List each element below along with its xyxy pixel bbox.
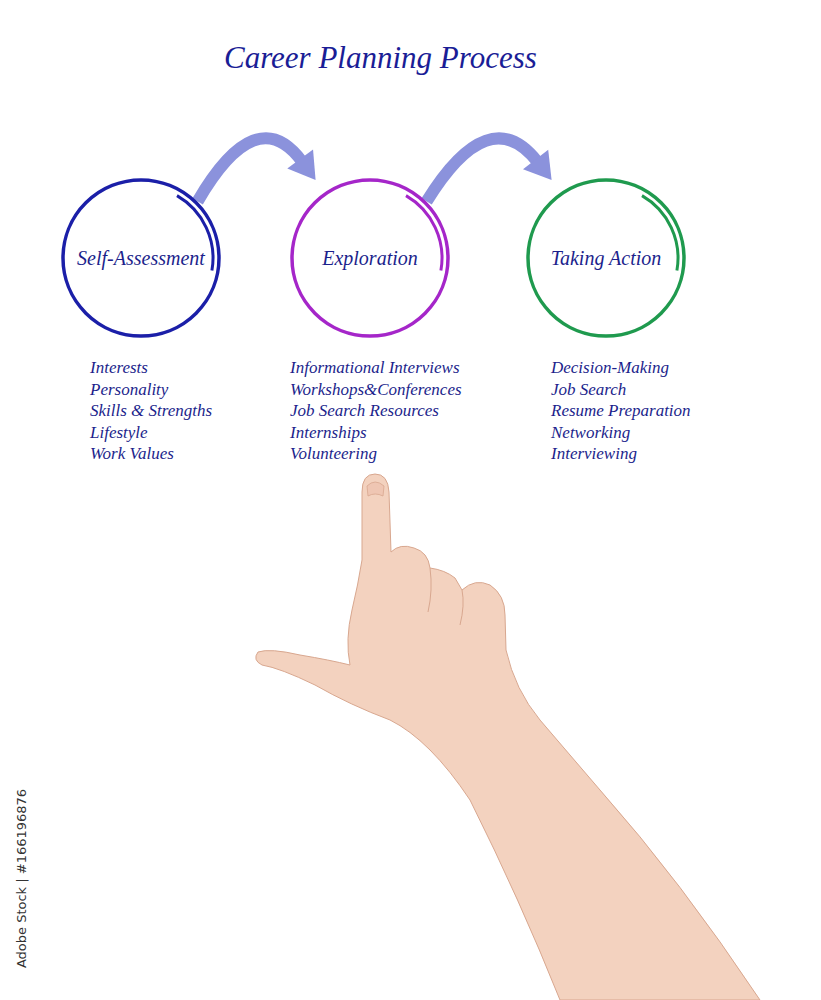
list-item: Internships bbox=[290, 422, 367, 444]
circle-stroke bbox=[528, 180, 684, 336]
list-item: Lifestyle bbox=[90, 422, 148, 444]
career-stage-circle: Exploration bbox=[290, 178, 450, 338]
arrow-shaft bbox=[198, 138, 302, 201]
arrow-shaft bbox=[427, 138, 538, 201]
list-item: Personality bbox=[90, 379, 168, 401]
curved-arrow bbox=[427, 138, 552, 201]
list-item: Skills & Strengths bbox=[90, 400, 212, 422]
stage-name: Self-Assessment bbox=[77, 247, 205, 270]
diagram-title: Career Planning Process bbox=[224, 40, 537, 76]
hand-shape bbox=[256, 474, 760, 1000]
circle-stroke bbox=[292, 180, 448, 336]
arrow-head bbox=[523, 150, 552, 180]
finger-crease bbox=[428, 568, 431, 612]
curved-arrow bbox=[198, 138, 316, 201]
stage-name: Taking Action bbox=[551, 247, 662, 270]
watermark: Adobe Stock | #166196876 bbox=[14, 789, 29, 968]
circle-stroke bbox=[63, 180, 219, 336]
list-item: Resume Preparation bbox=[551, 400, 691, 422]
list-item: Informational Interviews bbox=[290, 357, 460, 379]
career-stage-circle: Taking Action bbox=[526, 178, 686, 338]
career-stage-circle: Self-Assessment bbox=[61, 178, 221, 338]
list-item: Interests bbox=[90, 357, 148, 379]
list-item: Networking bbox=[551, 422, 630, 444]
list-item: Interviewing bbox=[551, 443, 637, 465]
list-item: Work Values bbox=[90, 443, 174, 465]
stage-name: Exploration bbox=[322, 247, 418, 270]
list-item: Decision-Making bbox=[551, 357, 669, 379]
list-item: Workshops&Conferences bbox=[290, 379, 462, 401]
list-item: Job Search Resources bbox=[290, 400, 439, 422]
finger-nail bbox=[367, 482, 384, 496]
list-item: Volunteering bbox=[290, 443, 377, 465]
finger-crease bbox=[460, 590, 463, 625]
arrow-head bbox=[287, 150, 315, 180]
list-item: Job Search bbox=[551, 379, 626, 401]
